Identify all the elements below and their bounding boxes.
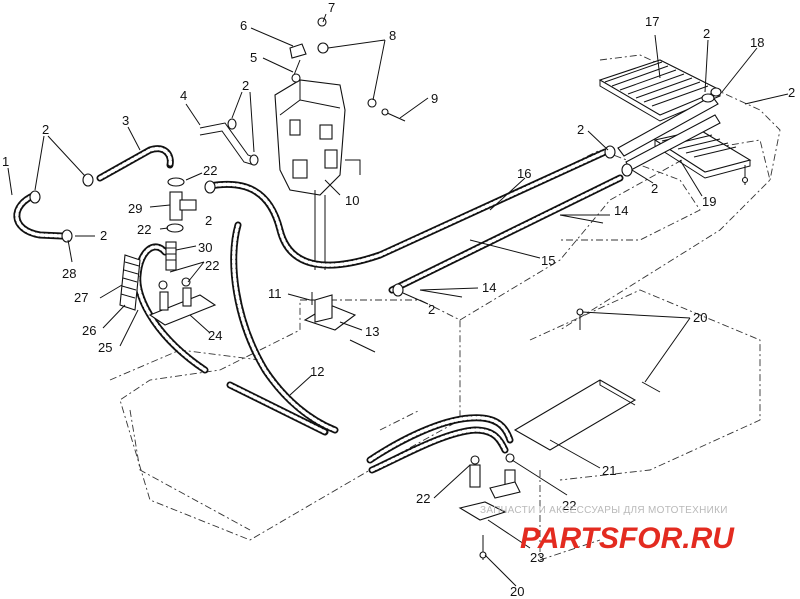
watermark: ЗАПЧАСТИ И АКСЕССУАРЫ ДЛЯ МОТОТЕХНИКИ PA… [480,505,735,555]
callout-17: 17 [645,14,659,29]
hose-4 [199,122,257,166]
callout-9: 9 [431,91,438,106]
callout-22: 22 [205,258,219,273]
hose-27 [119,254,141,311]
callout-5: 5 [250,50,257,65]
callout-23: 23 [530,550,544,565]
filler-cap [289,43,307,59]
callout-25: 25 [98,340,112,355]
callout-16: 16 [517,166,531,181]
callout-20: 20 [510,584,524,599]
connector-30 [165,241,177,271]
callout-7: 7 [328,0,335,15]
hose-15 [388,174,624,294]
callout-15: 15 [541,253,555,268]
callout-24: 24 [208,328,222,343]
callout-2: 2 [242,78,249,93]
watermark-logo: PARTSFOR.RU [520,522,735,555]
callout-6: 6 [240,18,247,33]
tee-fitting [166,177,197,233]
callout-2: 2 [577,122,584,137]
callout-2: 2 [100,228,107,243]
callout-19: 19 [702,194,716,209]
chassis-outline [109,54,781,561]
callout-14: 14 [614,203,628,218]
callout-14: 14 [482,280,496,295]
hose-1 [13,191,66,240]
hose-3 [96,145,174,182]
callout-1: 1 [2,154,9,169]
callout-2: 2 [651,181,658,196]
callout-2: 2 [205,213,212,228]
bleeder-24 [148,277,217,326]
callout-11: 11 [268,286,282,301]
small-fittings [291,17,406,122]
callout-3: 3 [122,113,129,128]
heat-exchanger-lower [653,129,752,179]
callout-27: 27 [74,290,88,305]
callout-8: 8 [389,28,396,43]
callout-22: 22 [137,222,151,237]
callout-22: 22 [203,163,217,178]
callout-2: 2 [703,26,710,41]
leader-lines [7,13,789,587]
callout-13: 13 [365,324,379,339]
callout-10: 10 [345,193,359,208]
callout-12: 12 [310,364,324,379]
callout-2: 2 [42,122,49,137]
callout-2: 2 [428,302,435,317]
hose-rear [366,414,514,474]
exchanger-tubes [617,87,722,171]
callout-18: 18 [750,35,764,50]
bolts [479,165,749,560]
callout-22: 22 [562,498,576,513]
callout-20: 20 [693,310,707,325]
hose-12 [226,221,339,436]
hose-16 [206,148,609,269]
callout-30: 30 [198,240,212,255]
watermark-tagline: ЗАПЧАСТИ И АКСЕССУАРЫ ДЛЯ МОТОТЕХНИКИ [480,505,728,516]
callout-29: 29 [128,201,142,216]
rear-bracket-23 [458,453,521,521]
rear-plate-21 [513,379,637,451]
callout-21: 21 [602,463,616,478]
callout-4: 4 [180,88,187,103]
callout-26: 26 [82,323,96,338]
callout-22: 22 [416,491,430,506]
callout-28: 28 [62,266,76,281]
mounting-bracket [303,292,376,353]
callout-2: 2 [788,85,795,100]
coolant-bottle [274,79,361,270]
